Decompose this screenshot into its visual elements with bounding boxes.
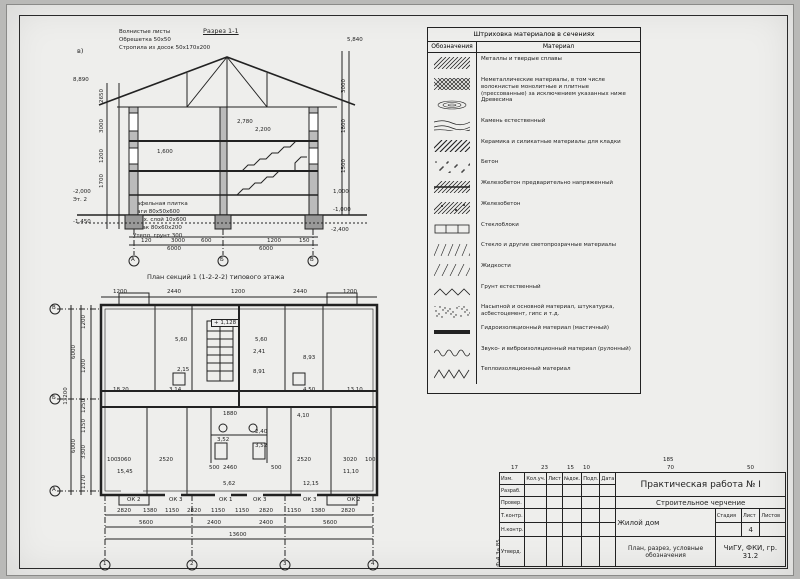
legend-row: Древесина [428,94,640,116]
legend-material-text: Насыпной и основной материал, штукатурка… [481,304,615,318]
legend-row: Гидроизоляционный материал (мастичный) [428,321,640,343]
group-code: ЧиГУ, ФКИ, гр. 31.2 [714,536,787,567]
object-name: Жилой дом [615,508,716,537]
legend-col-material: Материал [542,43,575,50]
legend-row: Керамика и силикатные материалы для клад… [428,135,640,157]
drawing-frame [19,15,788,569]
section-axis-a: А [131,257,135,263]
legend-material-text: Камень естественный [481,118,546,125]
legend-symbol-rc_pre [428,177,477,198]
legend-row: Неметаллические материалы, в том числе в… [428,73,640,97]
legend-row: Камень естественный [428,115,640,136]
legend-material-text: Керамика и силикатные материалы для клад… [481,138,621,145]
legend-material-text: Грунт естественный [481,283,541,290]
sheet-content: План, разрез, условные обозначения [615,536,716,567]
legend-row: Теплоизоляционный материал [428,363,640,384]
legend-material-text: Неметаллические материалы, в том числе в… [481,76,626,97]
legend-symbol-soil [428,280,477,302]
title-block: Изм. Кол.уч. Лист №док. Подп. Дата Практ… [498,472,787,567]
section-title: Разрез 1-1 [203,27,239,35]
legend-symbol-diag [428,53,477,74]
legend-symbol-filler [428,301,477,322]
plan-linework [49,292,379,571]
section-axis-v: В [310,257,314,263]
drawing-sheet: в) Разрез 1-1 Волнистые листы Обрешетка … [6,4,794,576]
legend-material-text: Стекло и другие светопрозрачные материал… [481,242,617,249]
legend-symbol-dots [428,156,477,178]
legend-material-text: Железобетон [481,200,521,207]
legend-symbol-damp [428,321,477,343]
legend-row: Грунт естественный [428,280,640,302]
legend-symbol-glassblock [428,218,477,240]
legend-material-text: Гидроизоляционный материал (мастичный) [481,324,609,331]
plan-drawing: В Б А 1 2 3 4 + 1,128 5,60 5,60 2,41 2,1… [47,283,397,573]
stair-mark: + 1,128 [211,319,240,327]
section-letter: в) [77,47,84,55]
legend-symbol-liquid [428,259,477,281]
sheet-number: 4 [740,522,761,537]
work-title: Практическая работа № I [615,472,786,497]
section-linework [77,51,367,267]
legend-symbol-cross [428,73,477,95]
materials-legend: Штриховка материалов в сечениях Обозначе… [427,27,641,394]
legend-row: Бетон [428,156,640,178]
legend-material-text: Бетон [481,159,499,166]
legend-title: Штриховка материалов в сечениях [428,28,640,42]
subject: Строительное черчение [615,496,786,509]
legend-row: Стекло и другие светопрозрачные материал… [428,239,640,260]
legend-symbol-glass [428,239,477,260]
section-drawing: в) Разрез 1-1 Волнистые листы Обрешетка … [37,23,367,273]
section-floor-label: Эт. 2 [73,197,88,203]
legend-material-text: Железобетон предварительно напряженный [481,180,613,187]
legend-material-text: Звуко- и виброизоляционный материал (рул… [481,345,631,352]
legend-material-text: Металлы и твердые сплавы [481,56,562,62]
legend-symbol-sound [428,342,477,364]
legend-header: Обозначения Материал [428,42,640,53]
legend-material-text: Древесина [481,97,513,104]
legend-row: Стеклоблоки [428,218,640,240]
legend-symbol-ceramic [428,135,477,157]
legend-material-text: Теплоизоляционный материал [481,366,571,373]
legend-row: Жидкости [428,259,640,281]
legend-row: Звуко- и виброизоляционный материал (рул… [428,342,640,364]
legend-symbol-rc [428,197,477,219]
legend-symbol-stone [428,115,477,136]
legend-symbol-wood [428,94,477,116]
legend-row: Металлы и твердые сплавы [428,53,640,74]
legend-row: Железобетон предварительно напряженный [428,177,640,198]
section-axis-b: Б [220,257,224,263]
legend-col-symbol: Обозначения [428,42,477,52]
legend-symbol-thermal [428,363,477,384]
legend-row: Насыпной и основной материал, штукатурка… [428,301,640,322]
plan-title: План секций 1 (1-2-2-2) типового этажа [147,273,285,281]
legend-material-text: Стеклоблоки [481,221,519,228]
legend-row: Железобетон [428,197,640,219]
legend-material-text: Жидкости [481,262,511,269]
